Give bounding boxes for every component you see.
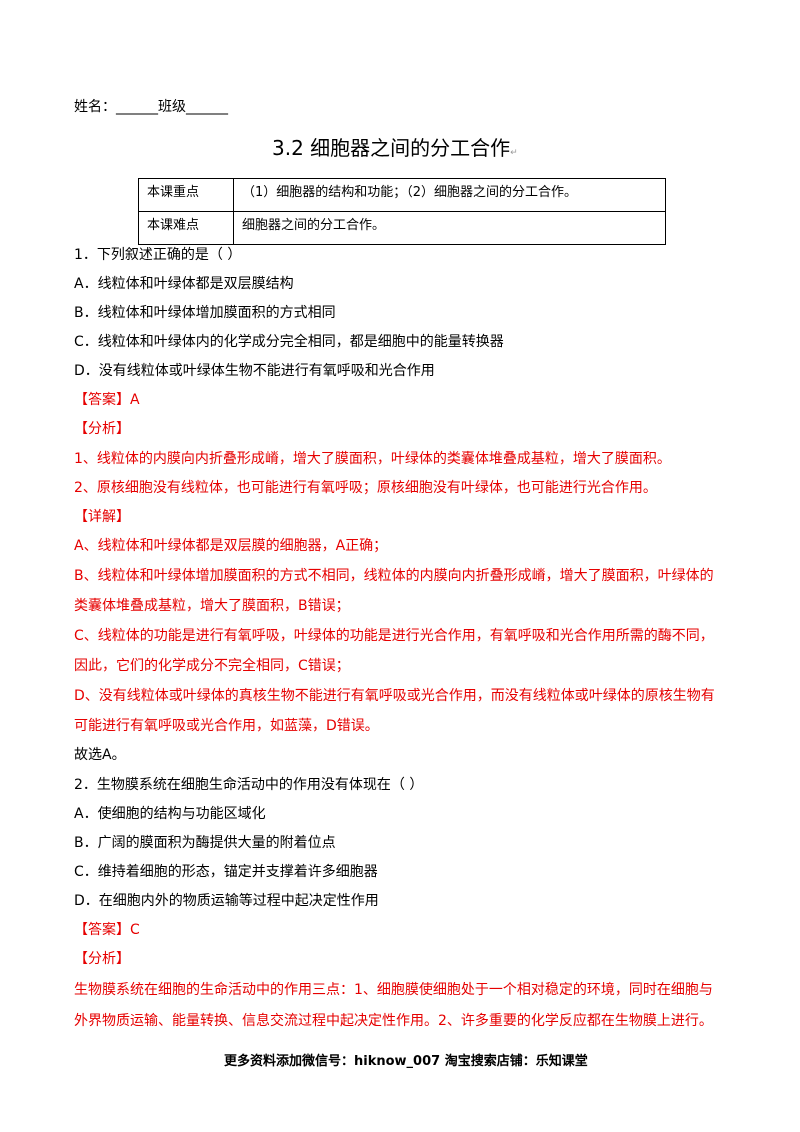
q2-analysis-label: 【分析】 <box>74 951 130 967</box>
q1-option-b: B．线粒体和叶绿体增加膜面积的方式相同 <box>74 305 336 321</box>
q2-option-d: D．在细胞内外的物质运输等过程中起决定性作用 <box>74 893 379 909</box>
q1-choice: 故选A。 <box>74 747 126 763</box>
q2-analysis-2: 外界物质运输、能量转换、信息交流过程中起决定性作用。2、许多重要的化学反应都在生… <box>74 1013 713 1029</box>
name-class-line: 姓名：______班级______ <box>74 99 228 115</box>
difficulty-label-cell: 本课难点 <box>138 211 234 245</box>
q2-option-a: A．使细胞的结构与功能区域化 <box>74 806 266 822</box>
difficulty-content-cell: 细胞器之间的分工合作。 <box>233 211 666 245</box>
q1-detail-c-1: C、线粒体的功能是进行有氧呼吸，叶绿体的功能是进行光合作用，有氧呼吸和光合作用所… <box>74 628 714 644</box>
q2-option-c: C．维持着细胞的形态，锚定并支撑着许多细胞器 <box>74 864 378 880</box>
paragraph-mark: ↵ <box>510 148 518 158</box>
q2-option-b: B．广阔的膜面积为酶提供大量的附着位点 <box>74 835 336 851</box>
page-title-text: 3.2 细胞器之间的分工合作 <box>272 136 511 160</box>
q1-detail-a: A、线粒体和叶绿体都是双层膜的细胞器，A正确； <box>74 538 388 554</box>
q1-stem: 1．下列叙述正确的是（ ） <box>74 247 242 263</box>
page-footer: 更多资料添加微信号：hiknow_007 淘宝搜索店铺：乐知课堂 <box>224 1054 588 1069</box>
table-row: 本课重点 （1）细胞器的结构和功能；（2）细胞器之间的分工合作。 <box>138 178 666 212</box>
page-title: 3.2 细胞器之间的分工合作↵ <box>272 132 518 161</box>
table-row: 本课难点 细胞器之间的分工合作。 <box>138 211 666 245</box>
q2-answer: 【答案】C <box>74 922 140 938</box>
key-points-table: 本课重点 （1）细胞器的结构和功能；（2）细胞器之间的分工合作。 本课难点 细胞… <box>138 178 666 245</box>
q1-option-c: C．线粒体和叶绿体内的化学成分完全相同，都是细胞中的能量转换器 <box>74 334 504 350</box>
q1-analysis-2: 2、原核细胞没有线粒体，也可能进行有氧呼吸；原核细胞没有叶绿体，也可能进行光合作… <box>74 480 657 496</box>
q1-analysis-1: 1、线粒体的内膜向内折叠形成嵴，增大了膜面积，叶绿体的类囊体堆叠成基粒，增大了膜… <box>74 451 671 467</box>
q1-detail-d-2: 可能进行有氧呼吸或光合作用，如蓝藻，D错误。 <box>74 718 379 734</box>
key-content-cell: （1）细胞器的结构和功能；（2）细胞器之间的分工合作。 <box>233 178 666 212</box>
q1-detail-c-2: 因此，它们的化学成分不完全相同，C错误； <box>74 658 350 674</box>
q1-detail-d-1: D、没有线粒体或叶绿体的真核生物不能进行有氧呼吸或光合作用，而没有线粒体或叶绿体… <box>74 688 715 704</box>
key-label-cell: 本课重点 <box>138 178 234 212</box>
q1-analysis-label: 【分析】 <box>74 421 130 437</box>
q1-option-d: D．没有线粒体或叶绿体生物不能进行有氧呼吸和光合作用 <box>74 363 435 379</box>
q1-answer: 【答案】A <box>74 392 140 408</box>
q1-detail-label: 【详解】 <box>74 509 130 525</box>
q2-stem: 2．生物膜系统在细胞生命活动中的作用没有体现在（ ） <box>74 777 424 793</box>
q1-option-a: A．线粒体和叶绿体都是双层膜结构 <box>74 276 294 292</box>
q2-analysis-1: 生物膜系统在细胞的生命活动中的作用三点：1、细胞膜使细胞处于一个相对稳定的环境，… <box>74 982 713 998</box>
q1-detail-b-2: 类囊体堆叠成基粒，增大了膜面积，B错误； <box>74 598 350 614</box>
q1-detail-b-1: B、线粒体和叶绿体增加膜面积的方式不相同，线粒体的内膜向内折叠形成嵴，增大了膜面… <box>74 568 714 584</box>
